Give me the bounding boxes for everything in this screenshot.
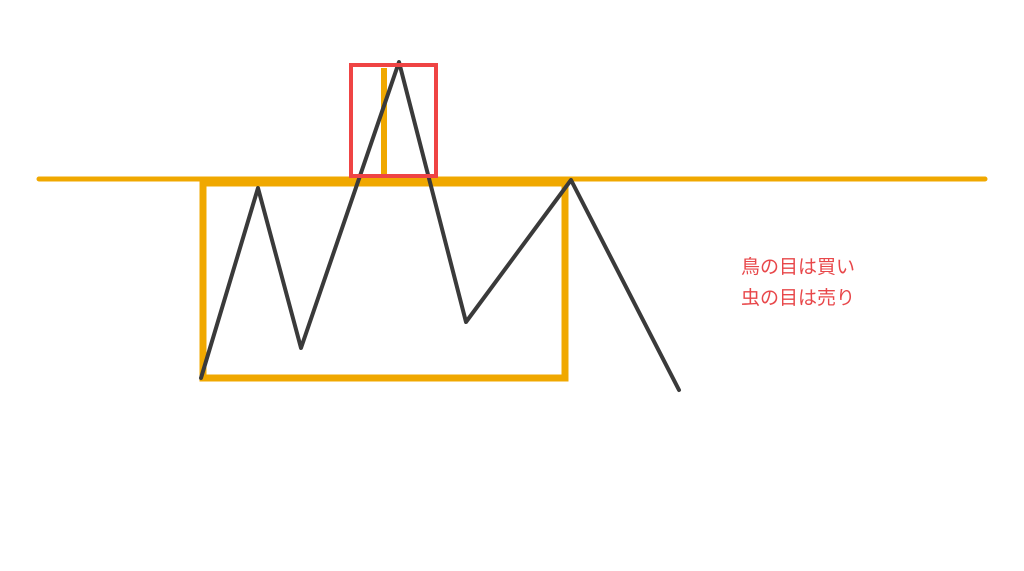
range-box xyxy=(199,179,569,382)
false-breakout-highlight xyxy=(349,63,438,178)
note-line-2: 虫の目は売り xyxy=(741,287,856,309)
annotation-text: 鳥の目は買い 虫の目は売り xyxy=(741,252,855,314)
price-path xyxy=(199,60,681,392)
note-line-1: 鳥の目は買い xyxy=(741,256,856,278)
